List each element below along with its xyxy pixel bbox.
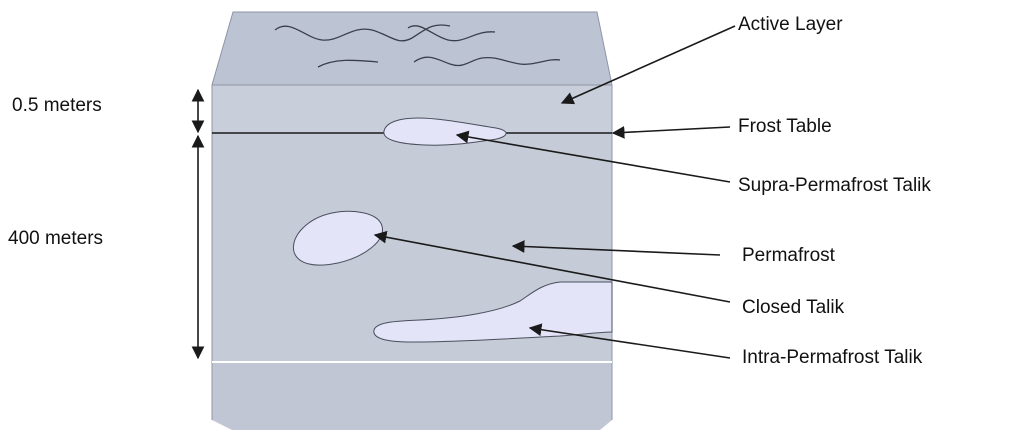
label-permafrost: Permafrost [742,246,835,265]
label-frost-table: Frost Table [738,117,832,136]
label-intra-permafrost-talik: Intra-Permafrost Talik [742,348,922,367]
label-active-layer: Active Layer [738,15,843,34]
block-bottom-band [212,362,612,430]
label-closed-talik: Closed Talik [742,298,844,317]
label-supra-permafrost-talik: Supra-Permafrost Talik [738,176,931,195]
block-top-face [212,12,612,85]
depth-label-active-layer: 0.5 meters [12,96,102,115]
leader-arrow-frost-table [613,127,730,133]
depth-label-permafrost: 400 meters [8,229,103,248]
